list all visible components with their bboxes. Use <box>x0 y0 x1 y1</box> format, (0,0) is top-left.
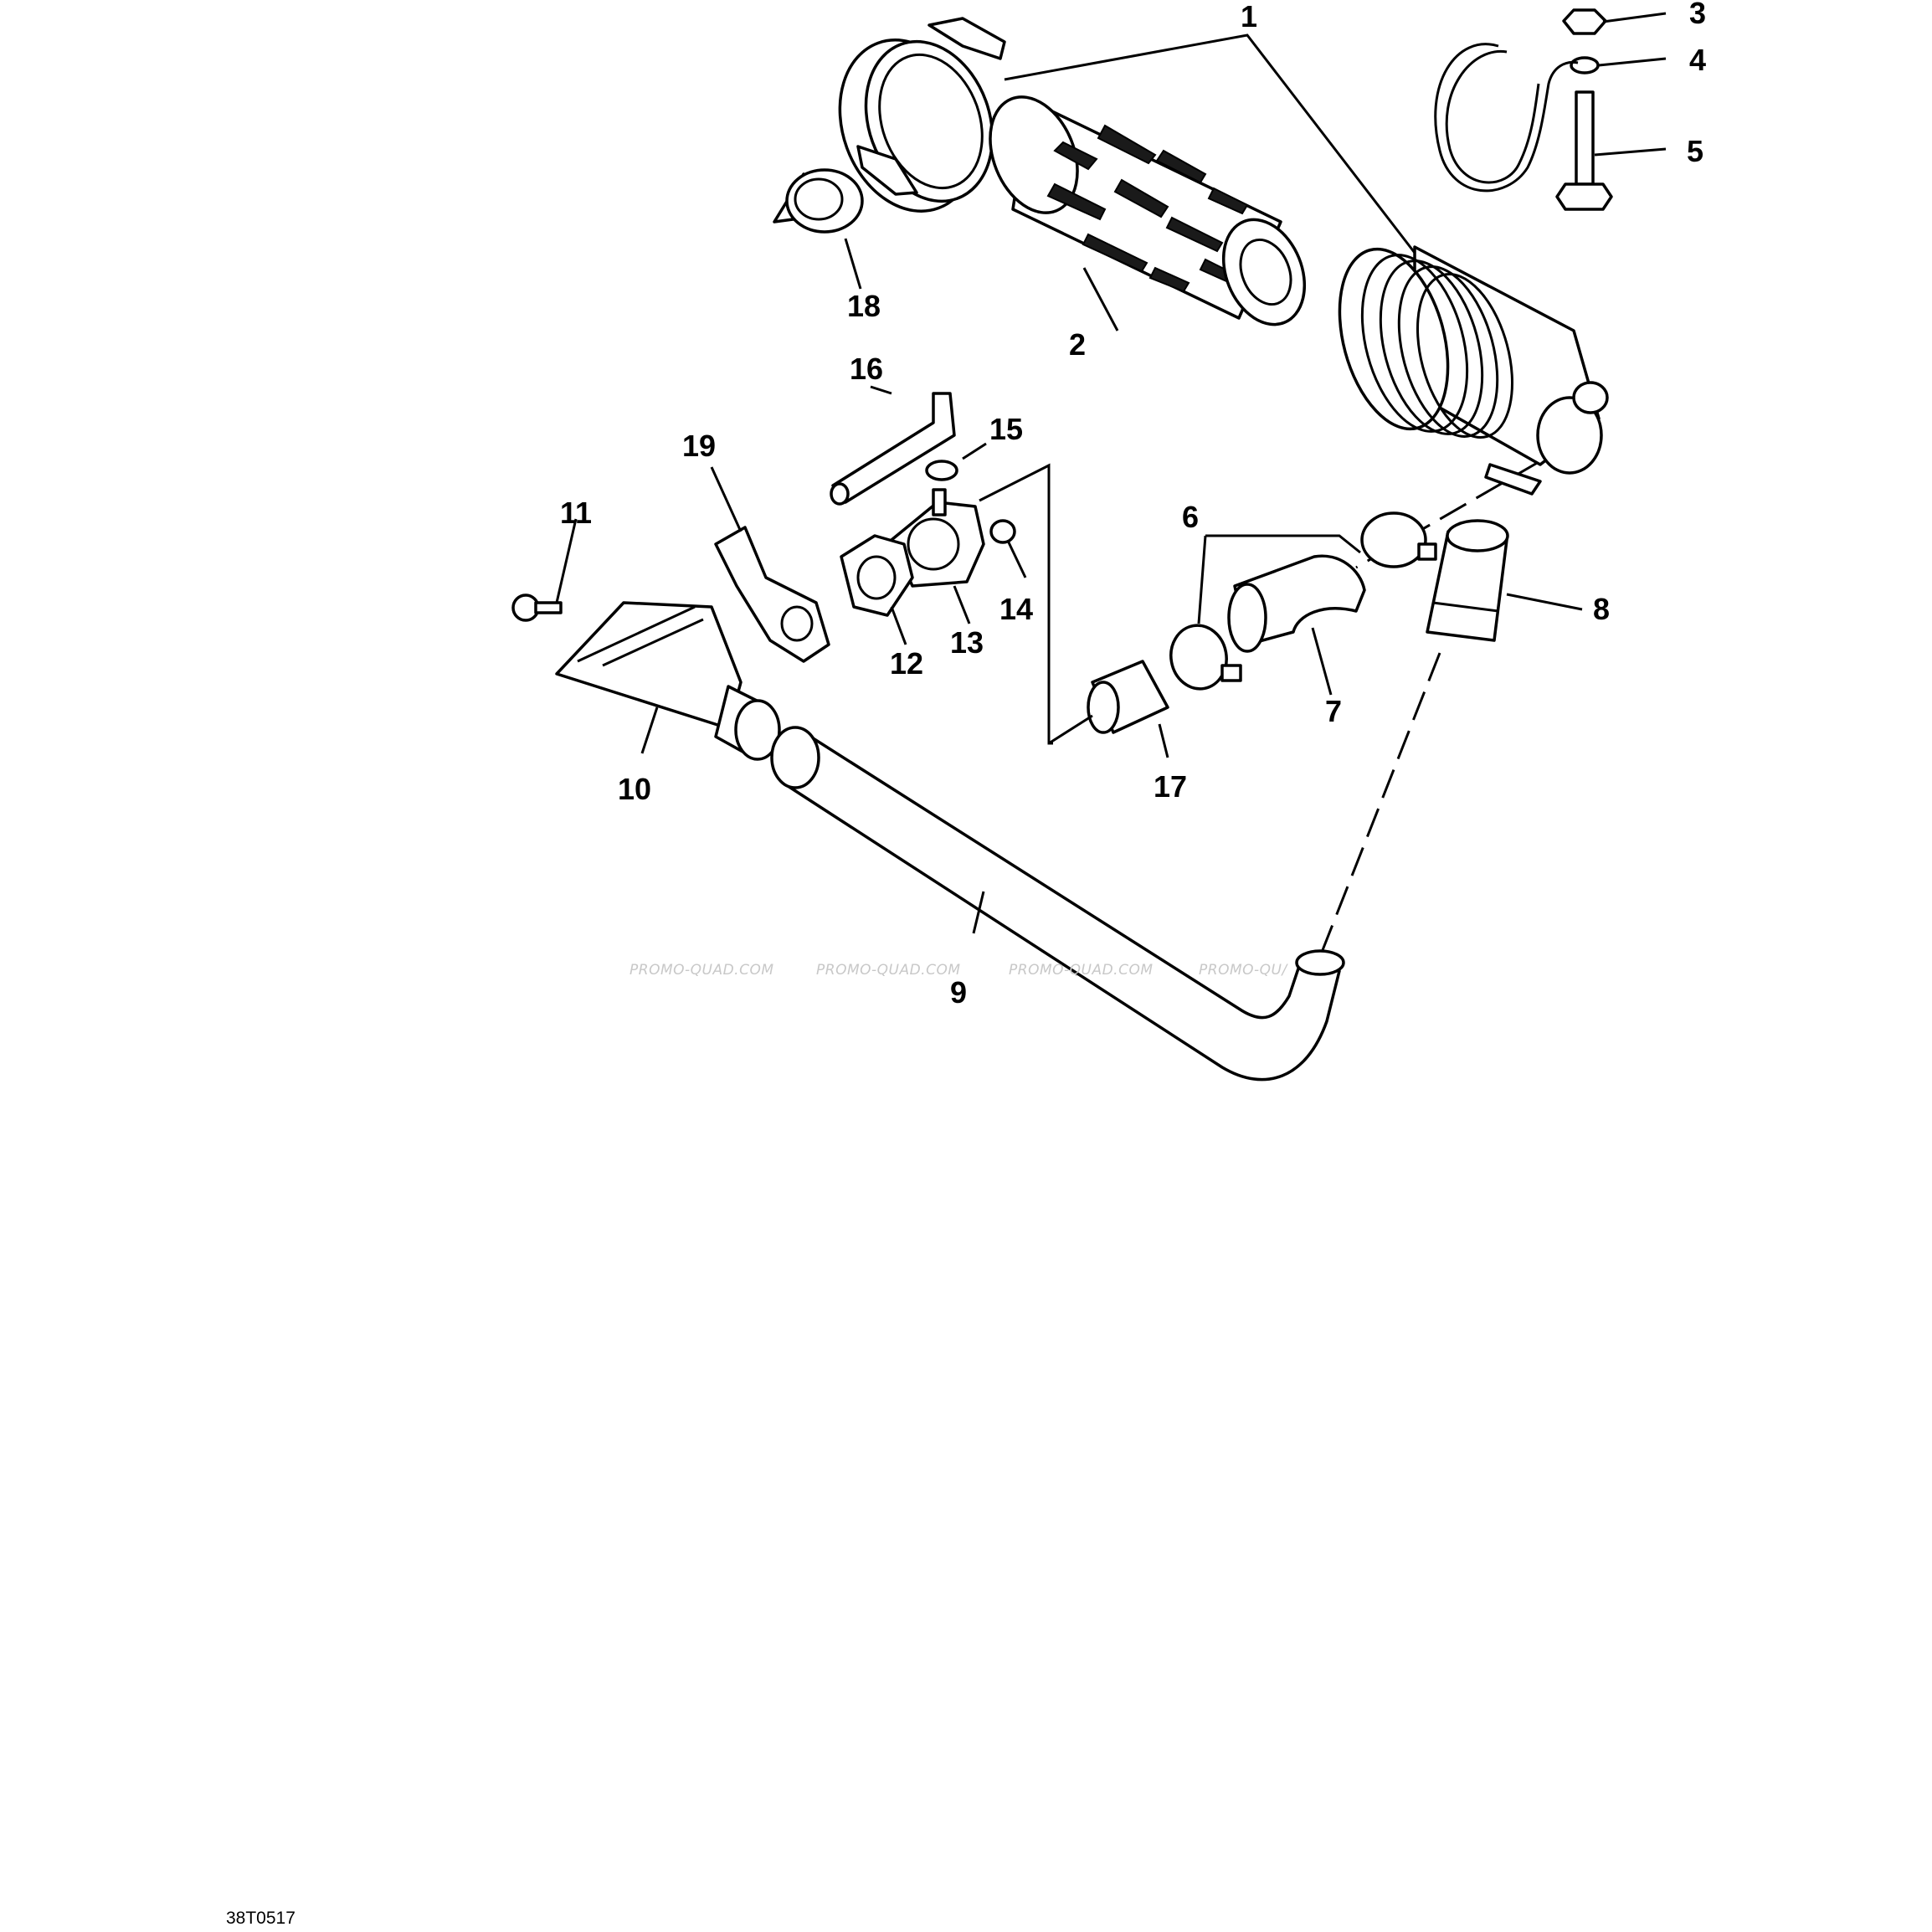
part-15-clamp <box>925 460 958 481</box>
part-3-nut <box>1562 8 1607 35</box>
callout-5: 5 <box>1687 134 1703 168</box>
watermark-text: PROMO-QUAD.COM <box>1009 962 1154 979</box>
part-2-filter-element <box>989 95 1307 326</box>
callout-18: 18 <box>847 289 881 323</box>
watermark-text: PROMO-QUAD.COM <box>816 962 961 979</box>
callout-6: 6 <box>1182 500 1199 534</box>
watermark-text: PROMO-QU/ <box>1199 962 1288 979</box>
strap-cable <box>1434 43 1579 193</box>
callout-14: 14 <box>999 592 1033 626</box>
part-1-airbox-cover <box>838 17 1006 213</box>
callout-4: 4 <box>1689 43 1706 77</box>
part-7-elbow <box>1227 554 1366 653</box>
part-13-throttle-body <box>890 488 985 588</box>
part-14-nut <box>989 519 1016 544</box>
part-16-hose <box>830 392 956 506</box>
watermarks: PROMO-QUAD.COM PROMO-QUAD.COM PROMO-QUAD… <box>629 962 1288 979</box>
callout-10: 10 <box>618 772 651 806</box>
leader-lines <box>555 12 1667 934</box>
part-17-coupler <box>1087 660 1169 734</box>
part-19-bracket <box>714 526 830 663</box>
part-6-clamp-a <box>1169 624 1242 691</box>
callout-labels: 1 2 3 4 5 6 7 8 9 10 11 12 13 14 15 16 1… <box>560 0 1706 1010</box>
part-18-cap <box>773 168 864 234</box>
callout-12: 12 <box>890 646 923 681</box>
callout-2: 2 <box>1069 327 1086 362</box>
callout-8: 8 <box>1593 592 1610 626</box>
callout-15: 15 <box>989 412 1023 446</box>
callout-7: 7 <box>1325 694 1342 728</box>
callout-11: 11 <box>560 496 592 530</box>
callout-19: 19 <box>682 429 716 463</box>
watermark-text: PROMO-QUAD.COM <box>629 962 774 979</box>
callout-17: 17 <box>1154 769 1187 804</box>
part-8-sleeve <box>1426 519 1509 642</box>
part-10-intake-adaptor <box>555 601 781 761</box>
callout-13: 13 <box>950 625 984 660</box>
part-9-intake-tube <box>770 726 1345 1082</box>
callout-3: 3 <box>1689 0 1706 30</box>
part-1-airbox-housing <box>1338 245 1609 496</box>
figure-code: 38T0517 <box>226 1909 295 1928</box>
part-12-gasket <box>840 534 914 617</box>
part-11-screw <box>511 593 563 622</box>
callout-9: 9 <box>950 975 967 1010</box>
part-5-bolt <box>1555 90 1613 211</box>
callout-16: 16 <box>850 352 883 386</box>
part-6-clamp-b <box>1360 511 1437 568</box>
part-4-washer <box>1570 56 1600 75</box>
callout-1: 1 <box>1241 0 1257 33</box>
